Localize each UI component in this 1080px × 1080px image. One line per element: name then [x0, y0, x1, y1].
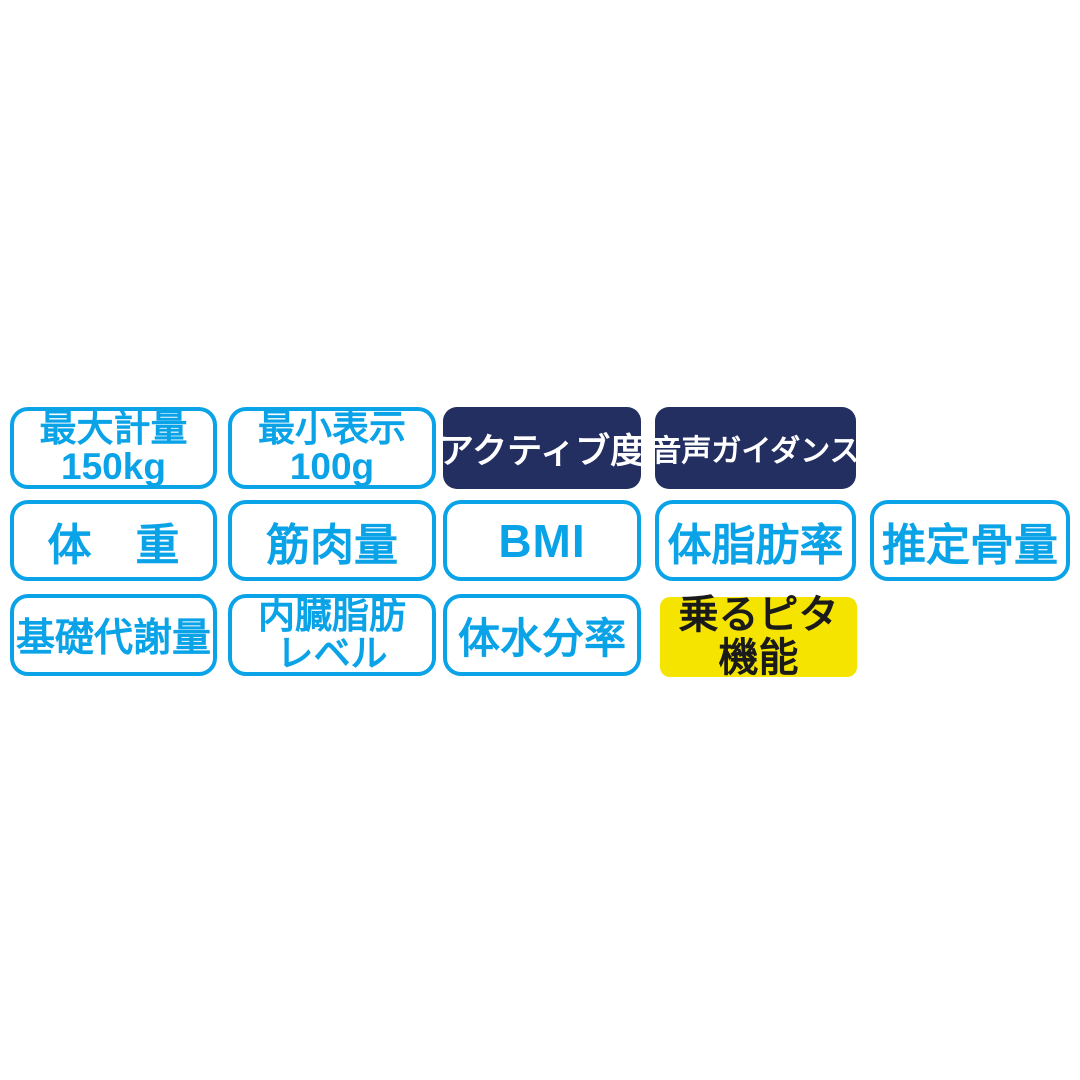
badge-bmi-label: BMI — [498, 514, 586, 567]
badge-basal-metabolism-label: 基礎代謝量 — [15, 617, 211, 660]
badge-body-fat-percentage: 体脂肪率 — [655, 500, 856, 581]
badge-visceral-fat-level: 内臓脂肪 レベル — [228, 594, 436, 676]
badge-min-display: 最小表示 100g — [228, 407, 436, 489]
badge-step-on-function-label2: 機能 — [718, 636, 799, 680]
badge-max-capacity: 最大計量 150kg — [10, 407, 217, 489]
badge-body-water-percentage-label: 体水分率 — [457, 614, 626, 662]
badge-weight: 体 重 — [10, 500, 217, 581]
badge-min-display-value: 100g — [289, 446, 375, 487]
badge-max-capacity-label: 最大計量 — [39, 407, 188, 449]
badge-max-capacity-value: 150kg — [61, 446, 166, 487]
badge-active-level: アクティブ度 — [439, 407, 645, 489]
badge-step-on-function: 乗るピタ 機能 — [660, 592, 857, 680]
badge-min-display-label: 最小表示 — [258, 407, 406, 449]
badge-visceral-fat-level-label: 内臓脂肪 — [258, 594, 406, 636]
badge-step-on-function-label: 乗るピタ — [678, 592, 839, 637]
badge-basal-metabolism: 基礎代謝量 — [10, 594, 217, 676]
badge-voice-guidance: 音声ガイダンス — [651, 407, 860, 489]
badge-muscle-mass-label: 筋肉量 — [266, 520, 398, 570]
badge-bmi: BMI — [443, 500, 641, 581]
badge-body-water-percentage: 体水分率 — [443, 594, 641, 676]
badge-estimated-bone-mass: 推定骨量 — [870, 500, 1070, 581]
badge-active-level-label: アクティブ度 — [438, 431, 646, 471]
badge-weight-label: 体 重 — [47, 520, 180, 570]
badge-voice-guidance-label: 音声ガイダンス — [651, 435, 860, 468]
badge-body-fat-percentage-label: 体脂肪率 — [667, 520, 844, 570]
badge-estimated-bone-mass-label: 推定骨量 — [882, 520, 1058, 570]
badge-visceral-fat-level-label2: レベル — [276, 633, 388, 674]
badge-muscle-mass: 筋肉量 — [228, 500, 436, 581]
